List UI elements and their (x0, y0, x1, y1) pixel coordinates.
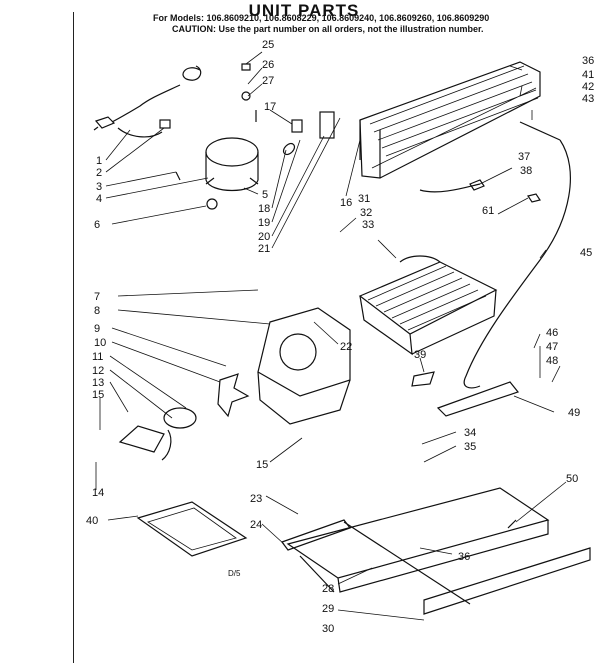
callout-20: 20 (258, 231, 270, 243)
callout-50: 50 (566, 473, 578, 485)
fan-motor-icon (163, 407, 197, 429)
capillary-tube (463, 139, 571, 389)
callout-22: 22 (340, 341, 352, 353)
callout-41: 41 (582, 69, 594, 81)
callout-4: 4 (96, 193, 102, 205)
left-margin-rule (73, 12, 74, 663)
callout-15: 15 (256, 459, 268, 471)
callout-23: 23 (250, 493, 262, 505)
callout-27: 27 (262, 75, 274, 87)
callout-2: 2 (96, 167, 102, 179)
power-cord (111, 65, 202, 123)
bracket-49-icon (436, 381, 520, 417)
callout-12: 12 (92, 365, 104, 377)
callout-34: 34 (464, 427, 476, 439)
part-61-icon (527, 193, 541, 203)
callout-31: 31 (358, 193, 370, 205)
callout-48: 48 (546, 355, 558, 367)
callout-5: 5 (262, 189, 268, 201)
callout-17: 17 (264, 101, 276, 113)
drawing-code: D/5 (228, 569, 241, 578)
capacitor-icon (291, 119, 303, 133)
callout-19: 19 (258, 217, 270, 229)
fan-shroud (257, 307, 351, 397)
drain-tube-icon (411, 371, 435, 387)
callout-46: 46 (546, 327, 558, 339)
callout-1: 1 (96, 155, 102, 167)
callout-9: 9 (94, 323, 100, 335)
callout-39: 39 (414, 349, 426, 361)
callout-3: 3 (96, 181, 102, 193)
models-line: For Models: 106.8609210, 106.8608229, 10… (153, 13, 490, 23)
callout-49: 49 (568, 407, 580, 419)
callout-15: 15 (92, 389, 104, 401)
base-frame (286, 487, 550, 579)
grommet-6-icon (206, 198, 218, 210)
callout-30: 30 (322, 623, 334, 635)
relay-wire (117, 127, 163, 138)
callout-42: 42 (582, 81, 594, 93)
callout-61: 61 (482, 205, 494, 217)
callout-36: 36 (458, 551, 470, 563)
callout-16: 16 (340, 197, 352, 209)
callout-21: 21 (258, 243, 270, 255)
callout-47: 47 (546, 341, 558, 353)
page-title: UNIT PARTS (248, 1, 360, 20)
drain-pan (136, 501, 248, 557)
motor-bracket-icon (118, 425, 165, 453)
callout-28: 28 (322, 583, 334, 595)
callout-33: 33 (362, 219, 374, 231)
bolt-25-icon (241, 63, 251, 71)
callout-13: 13 (92, 377, 104, 389)
rail-24-icon (281, 519, 351, 551)
compressor-icon (205, 137, 259, 167)
evaporator-coil (358, 261, 498, 335)
condenser-coil (359, 61, 541, 179)
callout-11: 11 (92, 351, 103, 363)
callout-35: 35 (464, 441, 476, 453)
callout-45: 45 (580, 247, 592, 259)
callout-36: 36 (582, 55, 594, 67)
overload-icon (282, 142, 296, 156)
callout-37: 37 (518, 151, 530, 163)
callout-29: 29 (322, 603, 334, 615)
callout-6: 6 (94, 219, 100, 231)
relay-icon (159, 119, 171, 129)
callout-24: 24 (250, 519, 262, 531)
callout-14: 14 (92, 487, 104, 499)
grommet-icon (241, 91, 251, 101)
cover-icon (319, 111, 335, 139)
callout-26: 26 (262, 59, 274, 71)
callout-43: 43 (582, 93, 594, 105)
callout-25: 25 (262, 39, 274, 51)
caution-line: CAUTION: Use the part number on all orde… (172, 24, 484, 34)
callout-8: 8 (94, 305, 100, 317)
callout-7: 7 (94, 291, 100, 303)
callout-10: 10 (94, 337, 106, 349)
plug-icon (93, 116, 116, 131)
callout-32: 32 (360, 207, 372, 219)
fan-blade-icon (217, 373, 250, 418)
callout-40: 40 (86, 515, 98, 527)
callout-38: 38 (520, 165, 532, 177)
callout-18: 18 (258, 203, 270, 215)
